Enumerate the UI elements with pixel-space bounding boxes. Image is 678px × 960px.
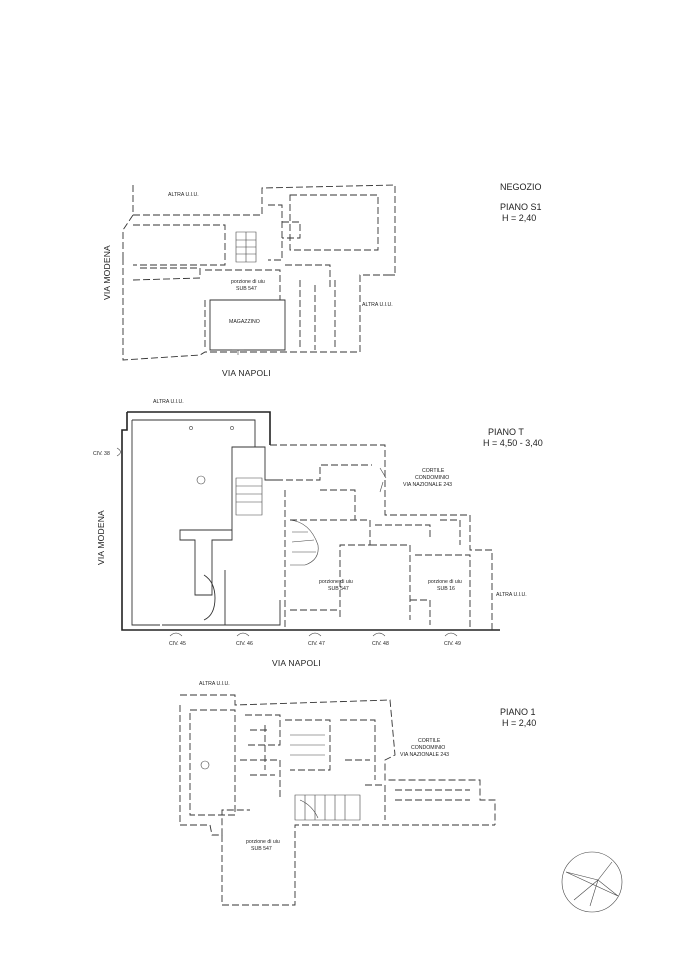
altra-uiu-top-t: ALTRA U.I.U. <box>153 399 184 405</box>
street-via-modena-s1: VIA MODENA <box>102 245 112 300</box>
floor-name-1: PIANO 1 <box>500 707 536 717</box>
altra-uiu-right-s1: ALTRA U.I.U. <box>362 302 393 308</box>
altra-uiu-right-t: ALTRA U.I.U. <box>496 592 527 598</box>
civico-46: CIV. 46 <box>236 641 253 647</box>
cortile-label-1-line3: VIA NAZIONALE 243 <box>400 752 449 758</box>
portion-label-t-line2: SUB 547 <box>328 586 349 592</box>
floor-plan-1: PIANO 1 H = 2,40 ALTRA U.I.U. CORTILE CO… <box>179 681 536 906</box>
portion-label-s1-line2: SUB 547 <box>236 286 257 292</box>
floor-height-s1: H = 2,40 <box>502 213 536 223</box>
street-via-napoli-t: VIA NAPOLI <box>272 658 321 668</box>
floor-height-t: H = 4,50 - 3,40 <box>483 438 543 448</box>
portion-label-s1-line1: porzione di uiu <box>231 279 265 285</box>
civico-45: CIV. 45 <box>169 641 186 647</box>
civico-38: CIV. 38 <box>93 451 110 457</box>
portion2-label-t-line1: porzione di uiu <box>428 579 462 585</box>
portion-label-1-line2: SUB 547 <box>251 846 272 852</box>
floor-name-s1: PIANO S1 <box>500 202 542 212</box>
north-arrow-icon <box>561 851 623 913</box>
portion-label-t-line1: porzione di uiu <box>319 579 353 585</box>
civico-48: CIV. 48 <box>372 641 389 647</box>
cortile-label-t-line1: CORTILE <box>422 468 445 474</box>
cortile-label-1-line2: CONDOMINIO <box>411 745 445 751</box>
street-via-napoli-s1: VIA NAPOLI <box>222 368 271 378</box>
floor-height-1: H = 2,40 <box>502 718 536 728</box>
street-via-modena-t: VIA MODENA <box>96 510 106 565</box>
floor-plan-t: PIANO T H = 4,50 - 3,40 ALTRA U.I.U. ALT… <box>93 399 543 668</box>
portion2-label-t-line2: SUB 16 <box>437 586 455 592</box>
cortile-label-t-line2: CONDOMINIO <box>415 475 449 481</box>
portion-label-1-line1: porzione di uiu <box>246 839 280 845</box>
altra-uiu-top-1: ALTRA U.I.U. <box>199 681 230 687</box>
civico-47: CIV. 47 <box>308 641 325 647</box>
cortile-label-t-line3: VIA NAZIONALE 243 <box>403 482 452 488</box>
altra-uiu-top-s1: ALTRA U.I.U. <box>168 192 199 198</box>
civico-49: CIV. 49 <box>444 641 461 647</box>
room-label-magazzino: MAGAZZINO <box>229 319 260 325</box>
document-title: NEGOZIO <box>500 182 542 192</box>
floor-name-t: PIANO T <box>488 427 524 437</box>
floor-plan-s1: PIANO S1 H = 2,40 MAGAZZINO ALTRA U.I.U.… <box>102 184 542 378</box>
cortile-label-1-line1: CORTILE <box>418 738 441 744</box>
